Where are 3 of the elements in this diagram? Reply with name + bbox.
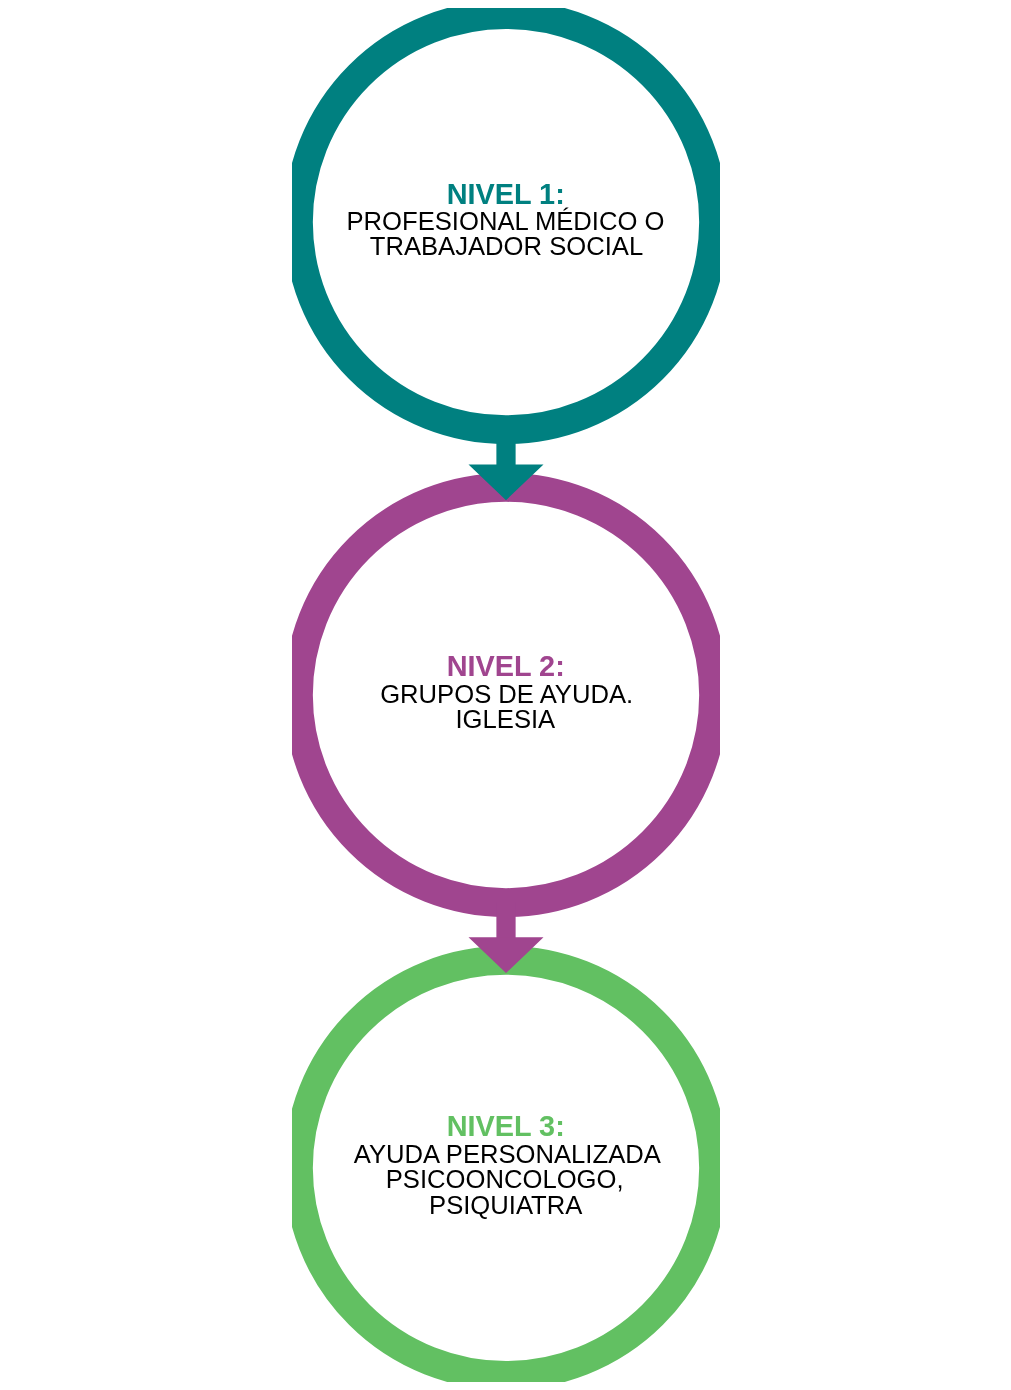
node-circle: NIVEL 2: GRUPOS DE AYUDA. IGLESIA bbox=[291, 473, 720, 917]
node-circle: NIVEL 3: AYUDA PERSONALIZADA PSICOONCOLOGO, PSIQUIATRA bbox=[291, 945, 720, 1382]
node-circle: NIVEL 1: PROFESIONAL MÉDICO O TRABAJADOR SOCIAL bbox=[291, 8, 720, 445]
